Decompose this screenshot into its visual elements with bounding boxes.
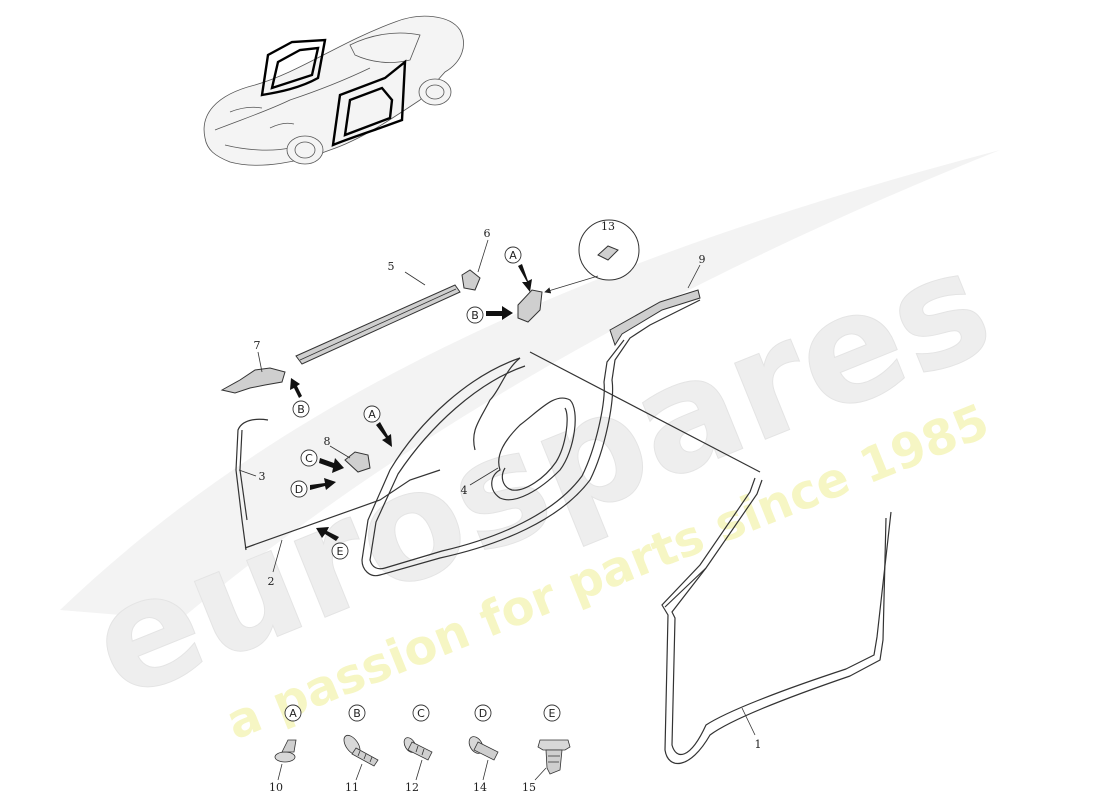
part-5-upper-strip	[295, 284, 461, 365]
callout-2: 2	[268, 575, 275, 588]
part-4-inner-line	[501, 407, 568, 491]
callout-8: 8	[324, 435, 331, 448]
callout-7: 7	[254, 339, 261, 352]
callout-9: 9	[699, 253, 706, 266]
fastener-15-icon	[537, 739, 571, 775]
marker-a-mid: A	[368, 408, 376, 421]
marker-b-top: B	[471, 309, 479, 322]
fastener-12-number: 12	[405, 781, 419, 794]
part-3-trim	[235, 418, 269, 551]
part-8-clip-part	[344, 451, 371, 473]
part-9-strip	[609, 289, 701, 347]
fastener-14-number: 14	[473, 781, 487, 794]
fastener-12-icon	[403, 737, 433, 761]
marker-c: C	[305, 452, 313, 465]
watermark-swoosh	[60, 150, 1000, 620]
callout-6: 6	[484, 227, 491, 240]
part-7-bracket	[220, 367, 286, 394]
callout-5: 5	[388, 260, 395, 273]
arrow-a-top	[518, 264, 532, 292]
arrow-b-left	[290, 378, 302, 398]
fastener-c-letter: C	[417, 707, 425, 720]
fasteners-row: A 10 B 11 C 12 D	[269, 704, 571, 794]
arrow-e	[316, 527, 339, 541]
callout-13: 13	[601, 220, 615, 233]
car-thumbnail	[203, 15, 464, 166]
arrow-c	[319, 458, 344, 473]
fastener-11-icon	[343, 734, 379, 767]
fastener-14-icon	[468, 736, 499, 761]
marker-a-top: A	[509, 249, 517, 262]
arrow-d	[310, 478, 336, 490]
arrow-b-top	[486, 306, 513, 320]
part-2-sill-strip	[244, 351, 761, 549]
part-4-door-seal	[491, 397, 576, 501]
leader-1	[741, 707, 756, 736]
fastener-11-number: 11	[345, 781, 359, 794]
marker-b-left: B	[297, 403, 305, 416]
fastener-15-number: 15	[522, 781, 536, 794]
upper-clip-block	[517, 289, 543, 323]
callout-3: 3	[259, 470, 266, 483]
leader-5	[404, 271, 426, 286]
fastener-b-letter: B	[353, 707, 361, 720]
leaders	[238, 239, 756, 736]
fastener-e-letter: E	[549, 707, 556, 720]
marker-d: D	[295, 483, 303, 496]
leader-4	[469, 467, 499, 486]
fastener-d-letter: D	[479, 707, 487, 720]
callout-4: 4	[461, 484, 468, 497]
leader-8	[329, 445, 351, 459]
fastener-10-number: 10	[269, 781, 283, 794]
callout-numbers: 1 2 3 4 5 6 7 8 9 13	[254, 220, 762, 751]
leader-9	[687, 264, 701, 289]
fastener-10-icon	[274, 739, 297, 763]
fastener-a-letter: A	[289, 707, 297, 720]
callout-1: 1	[755, 738, 762, 751]
part-6-bracket	[461, 269, 481, 291]
watermark: eurospares a passion for parts since 198…	[60, 150, 1013, 751]
leader-3	[238, 469, 257, 477]
marker-e: E	[337, 545, 344, 558]
leader-2	[272, 539, 283, 573]
part-1-aperture-seal	[661, 477, 892, 765]
leader-6	[477, 239, 489, 273]
part-13-detail	[544, 219, 640, 294]
arrow-a-mid	[376, 422, 392, 447]
clip-markers: A B A B C D E	[290, 246, 532, 560]
door-frame-seal	[361, 299, 701, 577]
leader-7	[257, 351, 263, 373]
